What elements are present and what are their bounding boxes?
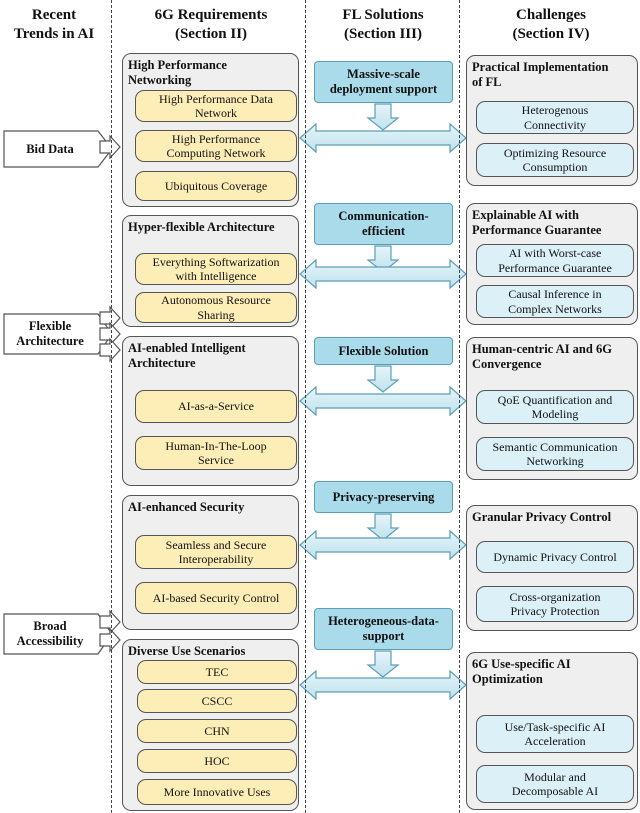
chal-item-cross-organization: Cross-organization Privacy Protection xyxy=(476,586,634,622)
req-group-title: Diverse Use Scenarios xyxy=(128,644,246,658)
branch-arrow xyxy=(99,609,121,635)
chal-item-semantic-communication: Semantic Communication Networking xyxy=(476,437,634,471)
req-item-hp-data-network: High Performance Data Network xyxy=(135,90,297,122)
req-group-title: High Performance Networking xyxy=(128,58,227,87)
req-group-title: AI-enabled Intelligent Architecture xyxy=(128,341,246,370)
req-item-autonomous-resource-sharing: Autonomous Resource Sharing xyxy=(135,292,297,323)
chal-group-title: Explainable AI with Performance Guarante… xyxy=(472,208,602,237)
fl-heterogeneous-data: Heterogeneous-data- support xyxy=(314,608,453,650)
chal-item-worst-case-guarantee: AI with Worst-case Performance Guarantee xyxy=(476,244,634,277)
fl-flexible-solution: Flexible Solution xyxy=(314,337,453,365)
header-fl-solutions: FL Solutions (Section III) xyxy=(342,7,424,42)
chal-item-modular-ai: Modular and Decomposable AI xyxy=(476,765,634,803)
branch-arrow xyxy=(99,337,121,363)
chal-item-causal-inference: Causal Inference in Complex Networks xyxy=(476,285,634,318)
req-item-more-innovative-uses: More Innovative Uses xyxy=(137,779,297,805)
req-item-softwarization: Everything Softwarization with Intellige… xyxy=(135,253,297,285)
chal-item-optimizing-resource: Optimizing Resource Consumption xyxy=(476,143,634,177)
branch-arrow xyxy=(99,134,121,160)
trend-broad-accessibility: Broad Accessibility xyxy=(16,619,84,648)
column-separator xyxy=(111,0,112,813)
fl-communication-efficient: Communication- efficient xyxy=(314,203,453,245)
req-item-ai-security-control: AI-based Security Control xyxy=(135,582,297,614)
req-group-title: AI-enhanced Security xyxy=(128,500,245,514)
chal-item-heterogenous-connectivity: Heterogenous Connectivity xyxy=(476,101,634,134)
trend-arrow xyxy=(3,130,113,168)
chal-item-dynamic-privacy: Dynamic Privacy Control xyxy=(476,541,634,573)
chal-item-ai-acceleration: Use/Task-specific AI Acceleration xyxy=(476,715,634,753)
header-6g-requirements: 6G Requirements (Section II) xyxy=(154,7,268,42)
req-item-hoc: HOC xyxy=(137,749,297,773)
header-recent-trends: Recent Trends in AI xyxy=(13,7,95,42)
down-arrow xyxy=(366,103,400,131)
down-arrow xyxy=(366,245,400,273)
chal-group-title: Granular Privacy Control xyxy=(472,510,612,524)
req-item-cscc: CSCC xyxy=(137,689,297,713)
down-arrow xyxy=(366,513,400,541)
fl-privacy-preserving: Privacy-preserving xyxy=(314,481,453,513)
req-item-seamless-interoperability: Seamless and Secure Interoperability xyxy=(135,535,297,569)
chal-group-title: 6G Use-specific AI Optimization xyxy=(472,657,571,686)
chal-group-title: Practical Implementation of FL xyxy=(472,60,609,89)
req-group-title: Hyper-flexible Architecture xyxy=(128,220,275,234)
fl-massive-scale: Massive-scale deployment support xyxy=(314,61,453,103)
req-item-ai-as-a-service: AI-as-a-Service xyxy=(135,390,297,423)
req-item-tec: TEC xyxy=(137,660,297,684)
trend-flexible-architecture: Flexible Architecture xyxy=(16,319,84,348)
down-arrow xyxy=(366,365,400,393)
branch-arrow xyxy=(99,627,121,653)
branch-arrow xyxy=(99,321,121,347)
req-item-ubiquitous-coverage: Ubiquitous Coverage xyxy=(135,171,297,201)
down-arrow xyxy=(366,650,400,678)
chal-group-title: Human-centric AI and 6G Convergence xyxy=(472,342,612,371)
trend-big-data: Bid Data xyxy=(26,141,74,156)
req-item-human-in-the-loop: Human-In-The-Loop Service xyxy=(135,436,297,470)
chal-item-qoe-quantification: QoE Quantification and Modeling xyxy=(476,390,634,424)
column-separator xyxy=(305,0,306,813)
column-separator xyxy=(459,0,460,813)
header-challenges: Challenges (Section IV) xyxy=(512,7,590,42)
req-item-hp-computing-network: High Performance Computing Network xyxy=(135,130,297,162)
branch-arrow xyxy=(99,305,121,331)
req-item-chn: CHN xyxy=(137,719,297,743)
